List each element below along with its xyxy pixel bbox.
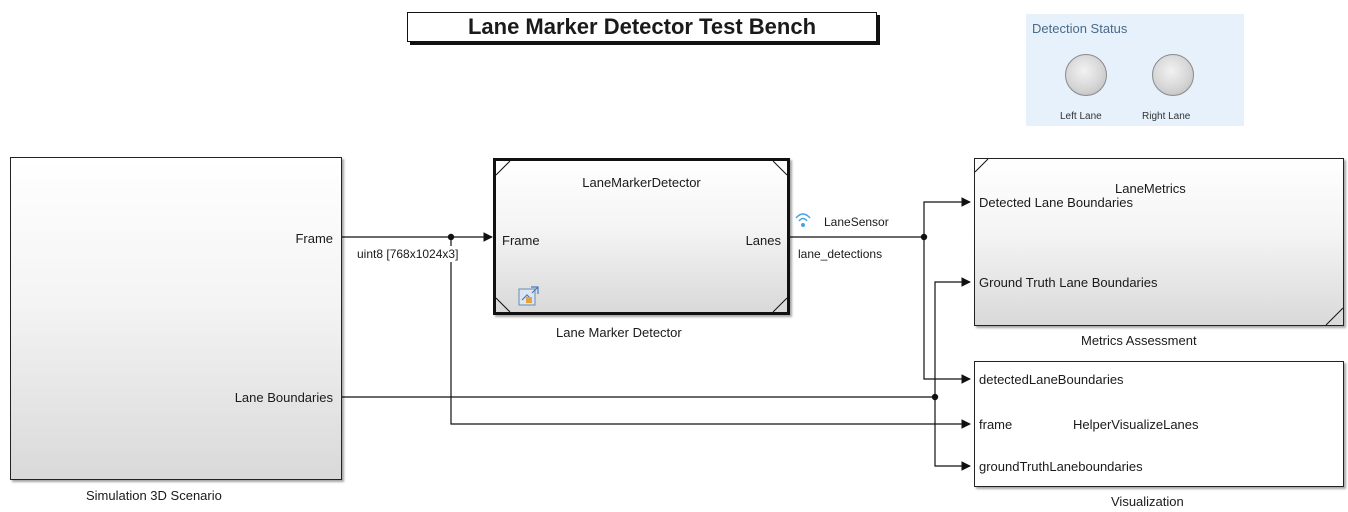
frame-branch-point: [447, 233, 455, 241]
frame-dims-label: uint8 [768x1024x3]: [357, 246, 459, 262]
simulation-3d-scenario-caption: Simulation 3D Scenario: [86, 488, 222, 503]
detector-frame-port: Frame: [502, 233, 540, 248]
vis-ground-truth-port: groundTruthLaneboundaries: [979, 459, 1143, 474]
gt-to-metrics-wire: [934, 277, 971, 397]
metrics-ground-truth-port: Ground Truth Lane Boundaries: [979, 275, 1158, 290]
block-corner-marker-icon: [496, 297, 511, 312]
vis-frame-port: frame: [979, 417, 1013, 432]
diagram-title: Lane Marker Detector Test Bench: [407, 12, 877, 42]
vis-detected-port: detectedLaneBoundaries: [979, 372, 1124, 387]
metrics-assessment-caption: Metrics Assessment: [1081, 333, 1197, 348]
right-lane-label: Right Lane: [1142, 111, 1191, 122]
metrics-detected-port: Detected Lane Boundaries: [979, 195, 1133, 210]
helper-visualize-lanes-block[interactable]: detectedLaneBoundaries frame HelperVisua…: [974, 361, 1344, 487]
model-reference-icon[interactable]: [518, 285, 540, 307]
lane-detections-label: lane_detections: [798, 247, 883, 261]
lanes-to-metrics-wire: [923, 197, 971, 237]
sim3d-lane-boundaries-port: Lane Boundaries: [234, 390, 333, 405]
left-lane-lamp[interactable]: [1065, 54, 1107, 96]
lane-metrics-block[interactable]: LaneMetrics Detected Lane Boundaries Gro…: [974, 158, 1344, 326]
lanes-branch-point: [920, 233, 928, 241]
simulation-3d-scenario-block[interactable]: Frame Lane Boundaries: [10, 157, 342, 480]
left-lane-label: Left Lane: [1060, 111, 1102, 122]
right-lane-lamp[interactable]: [1152, 54, 1194, 96]
block-corner-marker-icon: [772, 297, 787, 312]
block-corner-marker-icon: [1325, 307, 1343, 325]
lane-sensor-label: LaneSensor: [824, 215, 889, 229]
vis-block-name: HelperVisualizeLanes: [1073, 417, 1199, 432]
lane-boundaries-branch-point: [931, 393, 939, 401]
detector-lanes-port: Lanes: [745, 233, 781, 248]
block-corner-marker-icon: [496, 161, 511, 176]
block-corner-marker-icon: [975, 159, 989, 173]
lane-marker-detector-block[interactable]: LaneMarkerDetector Frame Lanes: [493, 158, 790, 315]
gt-to-vis-wire: [934, 397, 971, 471]
frame-branch-wire: [450, 237, 971, 429]
sim3d-frame-port: Frame: [295, 231, 333, 246]
detection-status-heading: Detection Status: [1032, 21, 1128, 36]
wireless-signal-icon: [795, 213, 811, 227]
visualization-caption: Visualization: [1111, 494, 1184, 509]
detector-block-name: LaneMarkerDetector: [582, 175, 701, 190]
detection-status-panel[interactable]: Detection Status Left Lane Right Lane: [1026, 14, 1244, 126]
lane-marker-detector-caption: Lane Marker Detector: [556, 325, 682, 340]
metrics-block-name: LaneMetrics: [1115, 181, 1186, 196]
block-corner-marker-icon: [772, 161, 787, 176]
lanes-to-vis-wire: [923, 237, 971, 384]
